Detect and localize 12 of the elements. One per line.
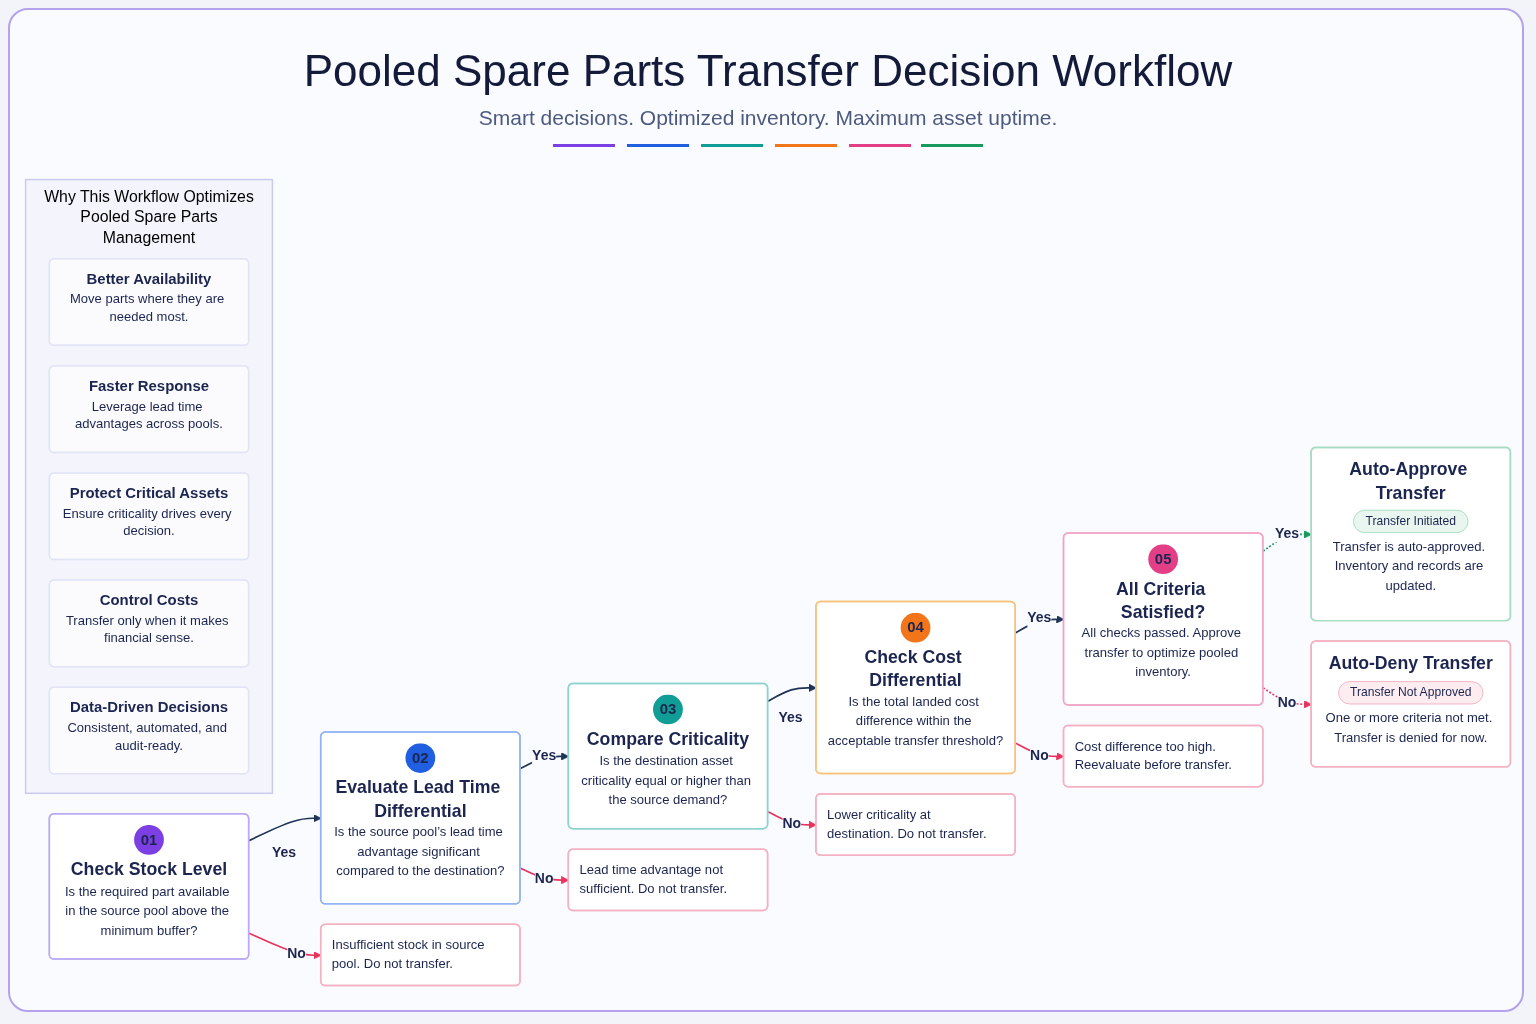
edge-label: No — [1030, 746, 1049, 763]
edge-label: Yes — [271, 844, 296, 861]
edge-label: Yes — [1274, 524, 1299, 541]
subtitle: Smart decisions. Optimized inventory. Maximum asset uptime. — [478, 106, 1058, 129]
edge-label: No — [534, 870, 554, 887]
edge-label: No — [287, 945, 306, 962]
edge-label: No — [782, 815, 802, 832]
edge-label: Yes — [1027, 609, 1052, 626]
edge-label: No — [1277, 694, 1297, 711]
edge-label: Yes — [778, 708, 803, 725]
edge-label: Yes — [532, 746, 557, 763]
title: Pooled Spare Parts Transfer Decision Workflow — [303, 46, 1233, 95]
